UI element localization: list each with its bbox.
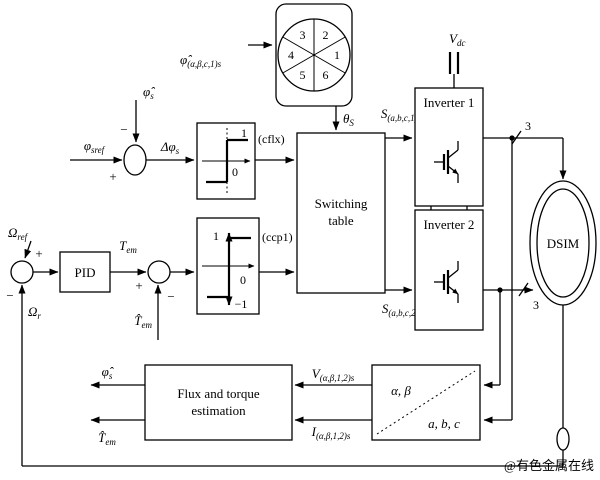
sector-2-label: 2 — [323, 28, 329, 42]
current-input-label: I(α,β,1,2)s — [311, 424, 351, 441]
speed-plus-sign: + — [35, 246, 42, 261]
torque-sum-junction — [147, 260, 171, 284]
speed-sensor — [556, 427, 570, 451]
dsim-label: DSIM — [547, 236, 580, 251]
torque-minus-sign: − — [167, 289, 174, 304]
torque-feedback-label: T̂em — [134, 313, 152, 330]
flux-hysteresis-high-label: 1 — [241, 126, 247, 140]
machine-section: 3 3 DSIM — [18, 119, 597, 467]
switching-table-block — [296, 132, 386, 294]
three-phase-slash — [518, 282, 529, 297]
inverter2: Inverter 2 — [414, 209, 484, 331]
s2-label: S(a,b,c,2)s — [382, 301, 423, 318]
pid-block — [59, 251, 111, 293]
sector-divider — [282, 36, 346, 74]
phase-count-bottom-label: 3 — [533, 298, 539, 312]
flux-error-label: Δφs — [160, 139, 180, 156]
inverter1-block — [414, 87, 484, 207]
sector-3-label: 3 — [300, 28, 306, 42]
dsim-machine-inner — [536, 188, 590, 298]
theta-s-label: θS — [343, 111, 354, 128]
sector-5-label: 5 — [300, 68, 306, 82]
speed-torque-loop: Ωref + − Ωr PID Tem + − T̂em 1 0 −1 (ccp… — [6, 217, 295, 340]
inverter1-label: Inverter 1 — [424, 95, 475, 110]
torque-estimate-output-label: T̂em — [98, 430, 116, 447]
vdc-label: Vdc — [449, 31, 465, 48]
transform-block — [371, 364, 481, 441]
igbt-icon — [434, 141, 459, 183]
speed-sum-junction — [10, 260, 34, 284]
watermark: @有色金属在线 — [504, 458, 594, 473]
estimation-section: α, β a, b, c V(α,β,1,2)s I(α,β,1,2)s φ̂s… — [90, 364, 481, 447]
three-phase-slash — [511, 130, 522, 145]
torque-hysteresis-low-label: −1 — [235, 297, 248, 311]
speed-feedback-label: Ωr — [28, 304, 41, 321]
flux-sum-junction — [123, 144, 147, 176]
flux-loop: φsref φ̂s − + Δφs 1 0 (cflx) — [70, 84, 295, 200]
inverter2-label: Inverter 2 — [424, 217, 475, 232]
sector-6-label: 6 — [323, 68, 329, 82]
flux-minus-sign: − — [120, 122, 127, 137]
speed-ref-label: Ωref — [8, 225, 29, 242]
speed-minus-sign: − — [6, 288, 13, 303]
flux-vector-input-label: φ̂(α,β,c,1)s — [180, 52, 222, 69]
estimation-block — [144, 364, 293, 441]
alpha-beta-label: α, β — [391, 383, 411, 398]
inverter1: Inverter 1 — [414, 87, 484, 207]
sector-wheel: 1 2 3 4 5 6 φ̂(α,β,c,1)s θS — [180, 3, 354, 131]
igbt-icon — [434, 261, 459, 303]
sector-1-label: 1 — [334, 48, 340, 62]
abc-label: a, b, c — [428, 416, 460, 431]
sector-4-label: 4 — [288, 48, 294, 62]
voltage-input-label: V(α,β,1,2)s — [312, 366, 355, 383]
torque-plus-sign: + — [135, 278, 142, 293]
flux-estimate-output-label: φ̂s — [102, 364, 114, 381]
torque-ref-label: Tem — [119, 238, 137, 255]
flux-feedback-label: φ̂s — [143, 84, 155, 101]
flux-hysteresis-low-label: 0 — [232, 165, 238, 179]
ccp1-tag: (ccp1) — [262, 230, 293, 244]
pid-label: PID — [75, 265, 96, 280]
torque-hysteresis-mid-label: 0 — [240, 273, 246, 287]
cflx-tag: (cflx) — [258, 132, 285, 146]
dc-source: Vdc — [430, 31, 468, 210]
flux-ref-label: φsref — [84, 138, 106, 155]
speed-ref-arrow — [24, 240, 32, 259]
s1-label: S(a,b,c,1)s — [381, 106, 422, 123]
switching-table-label: Switching table — [314, 196, 368, 228]
estimation-label: Flux and torque estimation — [177, 385, 260, 418]
torque-hysteresis-high-label: 1 — [213, 229, 219, 243]
phase-count-top-label: 3 — [525, 119, 531, 133]
flux-plus-sign: + — [109, 169, 116, 184]
